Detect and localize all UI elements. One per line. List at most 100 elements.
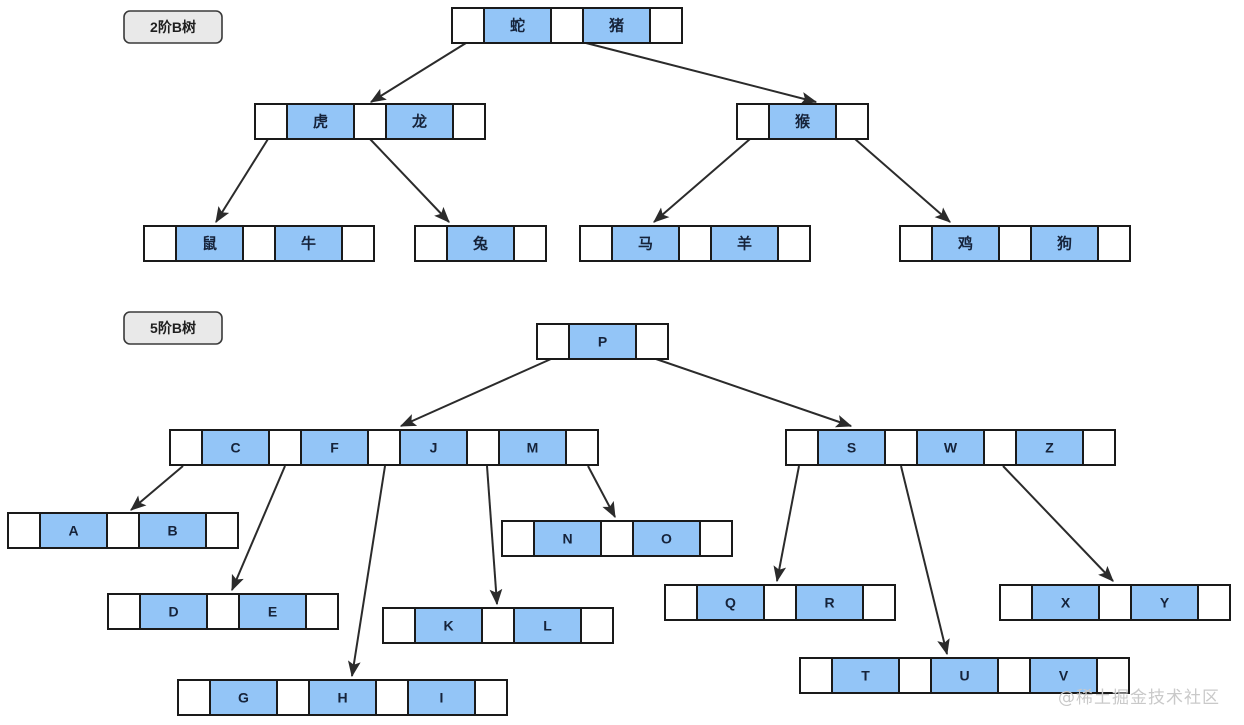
node-key-cell xyxy=(238,593,307,630)
node-pointer-cell xyxy=(1096,657,1130,694)
node-pointer-cell xyxy=(206,593,240,630)
section-label: 5阶B树 xyxy=(123,311,223,345)
node-pointer-cell xyxy=(305,593,339,630)
node-pointer-cell xyxy=(763,584,797,621)
node-key-label: D xyxy=(168,604,178,620)
node-key-cell xyxy=(611,225,680,262)
section-label: 2阶B树 xyxy=(123,10,223,44)
node-key-cell xyxy=(1029,657,1098,694)
node-key-cell xyxy=(533,520,602,557)
node-key-label: L xyxy=(543,618,552,634)
node-pointer-cell xyxy=(452,103,486,140)
node-key-label: 蛇 xyxy=(510,17,525,35)
node-key-cell xyxy=(710,225,779,262)
node-pointer-cell xyxy=(205,512,239,549)
section-label-text: 2阶B树 xyxy=(150,19,196,35)
node-pointer-cell xyxy=(276,679,310,716)
node-pointer-cell xyxy=(1197,584,1231,621)
node-pointer-cell xyxy=(106,512,140,549)
node-key-label: 羊 xyxy=(737,235,752,253)
node-pointer-cell xyxy=(169,429,203,466)
node-key-cell xyxy=(483,7,552,44)
node-key-cell xyxy=(300,429,369,466)
btree-node: 鸡狗 xyxy=(899,225,1131,262)
node-key-label: K xyxy=(443,618,453,634)
node-key-label: W xyxy=(944,440,958,456)
node-pointer-cell xyxy=(353,103,387,140)
node-key-label: 牛 xyxy=(301,235,316,253)
node-key-label: Y xyxy=(1160,595,1170,611)
node-pointer-cell xyxy=(513,225,547,262)
node-pointer-cell xyxy=(268,429,302,466)
node-key-cell xyxy=(817,429,886,466)
tree-edge xyxy=(655,358,853,428)
node-pointer-cell xyxy=(536,323,570,360)
node-key-label: 狗 xyxy=(1057,235,1072,253)
node-pointer-cell xyxy=(884,429,918,466)
section-label-box xyxy=(123,311,223,345)
node-key-cell xyxy=(513,607,582,644)
node-key-label: F xyxy=(330,440,339,456)
node-key-cell xyxy=(931,225,1000,262)
node-pointer-cell xyxy=(341,225,375,262)
node-key-label: R xyxy=(824,595,834,611)
node-key-label: N xyxy=(562,531,572,547)
node-key-label: 鼠 xyxy=(202,235,217,253)
node-pointer-cell xyxy=(580,607,614,644)
node-key-label: O xyxy=(661,531,672,547)
node-pointer-cell xyxy=(481,607,515,644)
node-pointer-cell xyxy=(835,103,869,140)
node-key-label: 虎 xyxy=(313,113,328,131)
btree-node: P xyxy=(536,323,669,360)
node-pointer-cell xyxy=(414,225,448,262)
node-key-label: G xyxy=(238,690,249,706)
tree-edge xyxy=(585,42,818,105)
node-key-cell xyxy=(414,607,483,644)
btree-node: 蛇猪 xyxy=(451,7,683,44)
node-key-label: M xyxy=(527,440,539,456)
node-key-label: 兔 xyxy=(472,235,488,253)
tree-edge xyxy=(486,465,503,606)
node-pointer-cell xyxy=(799,657,833,694)
node-key-label: I xyxy=(440,690,444,706)
node-pointer-cell xyxy=(635,323,669,360)
node-key-cell xyxy=(795,584,864,621)
node-pointer-cell xyxy=(501,520,535,557)
node-key-label: Z xyxy=(1045,440,1054,456)
node-pointer-cell xyxy=(862,584,896,621)
watermark: @稀土掘金技术社区 xyxy=(1058,688,1220,708)
node-pointer-cell xyxy=(1082,429,1116,466)
node-pointer-cell xyxy=(7,512,41,549)
node-key-label: V xyxy=(1059,668,1069,684)
btree-node: 鼠牛 xyxy=(143,225,375,262)
node-pointer-cell xyxy=(367,429,401,466)
section-label-text: 5阶B树 xyxy=(150,320,196,336)
node-pointer-cell xyxy=(898,657,932,694)
node-pointer-cell xyxy=(375,679,409,716)
node-key-cell xyxy=(39,512,108,549)
node-pointer-cell xyxy=(999,584,1033,621)
btree-node: 猴 xyxy=(736,103,869,140)
tree-edge xyxy=(369,42,467,103)
tree-edge xyxy=(854,138,951,223)
node-pointer-cell xyxy=(1098,584,1132,621)
node-key-label: X xyxy=(1061,595,1071,611)
node-pointer-cell xyxy=(107,593,141,630)
tree-edge xyxy=(231,465,286,592)
node-key-cell xyxy=(286,103,355,140)
node-pointer-cell xyxy=(254,103,288,140)
node-pointer-cell xyxy=(664,584,698,621)
tree-edge xyxy=(369,138,450,223)
node-pointer-cell xyxy=(466,429,500,466)
node-key-label: 龙 xyxy=(411,113,427,131)
node-key-cell xyxy=(1130,584,1199,621)
node-pointer-cell xyxy=(777,225,811,262)
